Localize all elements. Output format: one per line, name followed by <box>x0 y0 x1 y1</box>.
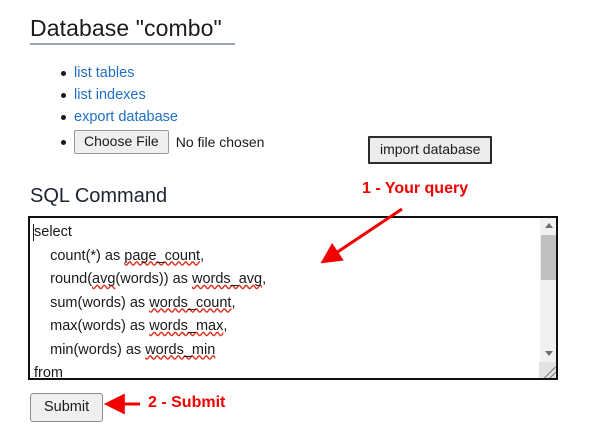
import-database-button[interactable]: import database <box>368 136 493 164</box>
sql-line: sum(words) as words_count, <box>34 295 235 311</box>
sql-identifier: avg <box>92 271 116 287</box>
sql-fragment: , <box>223 318 228 334</box>
sql-command-heading: SQL Command <box>30 185 168 207</box>
sql-fragment: , <box>262 271 267 287</box>
sql-fragment: (words)) as <box>115 271 192 287</box>
scroll-up-icon[interactable] <box>540 218 556 233</box>
annotation-submit: 2 - Submit <box>148 394 226 411</box>
page-title-underline <box>30 43 235 45</box>
scrollbar-thumb[interactable] <box>541 235 556 280</box>
resize-grip-icon[interactable] <box>539 362 556 378</box>
list-item: Choose File No file chosen <box>60 128 265 156</box>
list-item: list tables <box>60 62 264 84</box>
submit-button[interactable]: Submit <box>30 393 104 422</box>
file-input[interactable]: Choose File No file chosen <box>74 130 265 155</box>
sql-line: select <box>34 224 72 240</box>
sql-fragment: , <box>200 247 205 264</box>
choose-file-button[interactable]: Choose File <box>74 130 169 155</box>
sql-fragment: round( <box>34 271 93 287</box>
export-database-link[interactable]: export database <box>74 109 178 125</box>
sql-fragment: sum(words) as <box>34 294 150 311</box>
sql-line: round(avg(words)) as words_avg, <box>34 271 266 287</box>
page-title: Database "combo" <box>30 15 222 41</box>
sql-line: max(words) as words_max, <box>34 318 227 334</box>
textarea-scrollbar[interactable] <box>539 218 556 378</box>
sql-identifier: words_max <box>149 318 224 334</box>
sql-line: min(words) as words_min <box>34 342 215 358</box>
sql-line: from <box>34 365 63 380</box>
list-tables-link[interactable]: list tables <box>74 65 135 81</box>
sql-fragment: count(*) as <box>34 247 125 264</box>
sql-fragment: max(words) as <box>34 318 150 334</box>
database-actions-list: list tables list indexes export database… <box>56 62 264 156</box>
list-indexes-link[interactable]: list indexes <box>74 87 146 103</box>
annotation-your-query: 1 - Your query <box>362 180 469 197</box>
sql-identifier: words_avg <box>191 271 263 287</box>
sql-identifier: words_min <box>145 341 216 358</box>
file-status-text: No file chosen <box>175 133 265 150</box>
sql-line: count(*) as page_count, <box>34 248 204 264</box>
sql-query-text[interactable]: select count(*) as page_count, round(avg… <box>34 221 536 380</box>
list-item: export database <box>60 106 264 128</box>
sql-command-textarea[interactable]: select count(*) as page_count, round(avg… <box>28 216 558 380</box>
list-item: list indexes <box>60 84 264 106</box>
sql-identifier: words_count <box>149 294 232 311</box>
sql-identifier: page_count <box>124 247 201 264</box>
scroll-down-icon[interactable] <box>540 346 556 361</box>
text-caret <box>33 224 34 241</box>
sql-fragment: , <box>231 294 236 311</box>
sql-fragment: min(words) as <box>34 341 146 358</box>
